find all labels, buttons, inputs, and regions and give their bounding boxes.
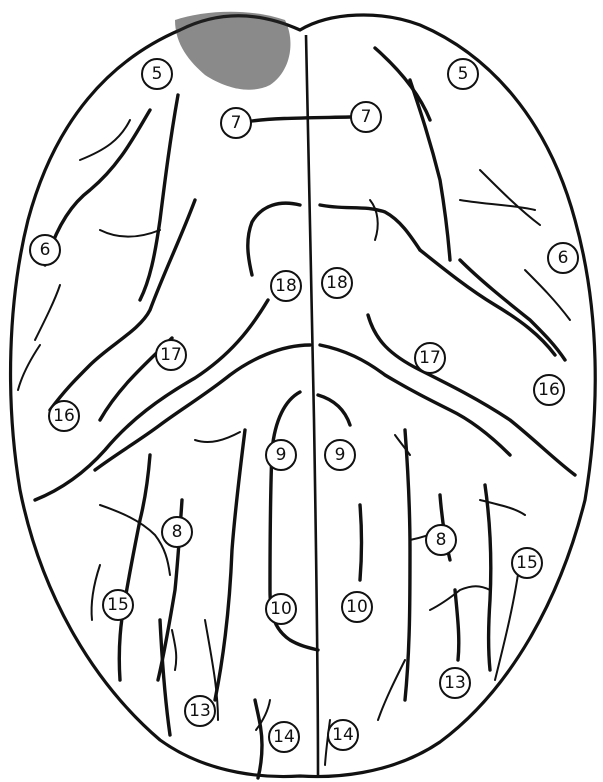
label-left-9-text: 9 [276, 445, 287, 465]
label-left-18-text: 18 [275, 276, 297, 296]
label-right-7-text: 7 [361, 107, 372, 127]
label-left-14-text: 14 [273, 727, 295, 747]
label-left-10-text: 10 [270, 599, 292, 619]
label-left-5: 5 [142, 59, 172, 89]
label-left-7-text: 7 [231, 113, 242, 133]
label-left-13: 13 [185, 696, 215, 726]
label-right-13: 13 [440, 668, 470, 698]
label-left-18: 18 [271, 271, 301, 301]
label-right-18-text: 18 [326, 273, 348, 293]
label-right-15: 15 [512, 548, 542, 578]
label-right-14: 14 [328, 720, 358, 750]
label-right-14-text: 14 [332, 725, 354, 745]
label-left-13-text: 13 [189, 701, 211, 721]
label-left-17-text: 17 [160, 345, 182, 365]
label-left-9: 9 [266, 440, 296, 470]
label-left-5-text: 5 [152, 64, 163, 84]
label-left-15-text: 15 [107, 595, 129, 615]
label-right-16-text: 16 [538, 380, 560, 400]
label-right-10: 10 [342, 592, 372, 622]
label-right-9: 9 [325, 440, 355, 470]
label-right-15-text: 15 [516, 553, 538, 573]
label-right-9-text: 9 [335, 445, 346, 465]
label-right-6-text: 6 [558, 248, 569, 268]
label-left-14: 14 [269, 722, 299, 752]
label-right-8-text: 8 [436, 530, 447, 550]
label-left-8: 8 [162, 517, 192, 547]
label-right-18: 18 [322, 268, 352, 298]
label-left-10: 10 [266, 594, 296, 624]
label-left-7: 7 [221, 108, 251, 138]
label-right-16: 16 [534, 375, 564, 405]
label-right-7: 7 [351, 102, 381, 132]
label-left-17: 17 [156, 340, 186, 370]
label-left-16: 16 [49, 401, 79, 431]
label-left-8-text: 8 [172, 522, 183, 542]
label-right-6: 6 [548, 243, 578, 273]
label-right-17-text: 17 [419, 348, 441, 368]
label-right-13-text: 13 [444, 673, 466, 693]
label-right-5-text: 5 [458, 64, 469, 84]
label-left-6: 6 [30, 235, 60, 265]
label-right-10-text: 10 [346, 597, 368, 617]
label-right-5: 5 [448, 59, 478, 89]
label-left-6-text: 6 [40, 240, 51, 260]
label-right-8: 8 [426, 525, 456, 555]
label-left-15: 15 [103, 590, 133, 620]
label-left-16-text: 16 [53, 406, 75, 426]
brain-outline [11, 15, 596, 777]
label-right-17: 17 [415, 343, 445, 373]
right-sulcus-10 [360, 505, 362, 580]
